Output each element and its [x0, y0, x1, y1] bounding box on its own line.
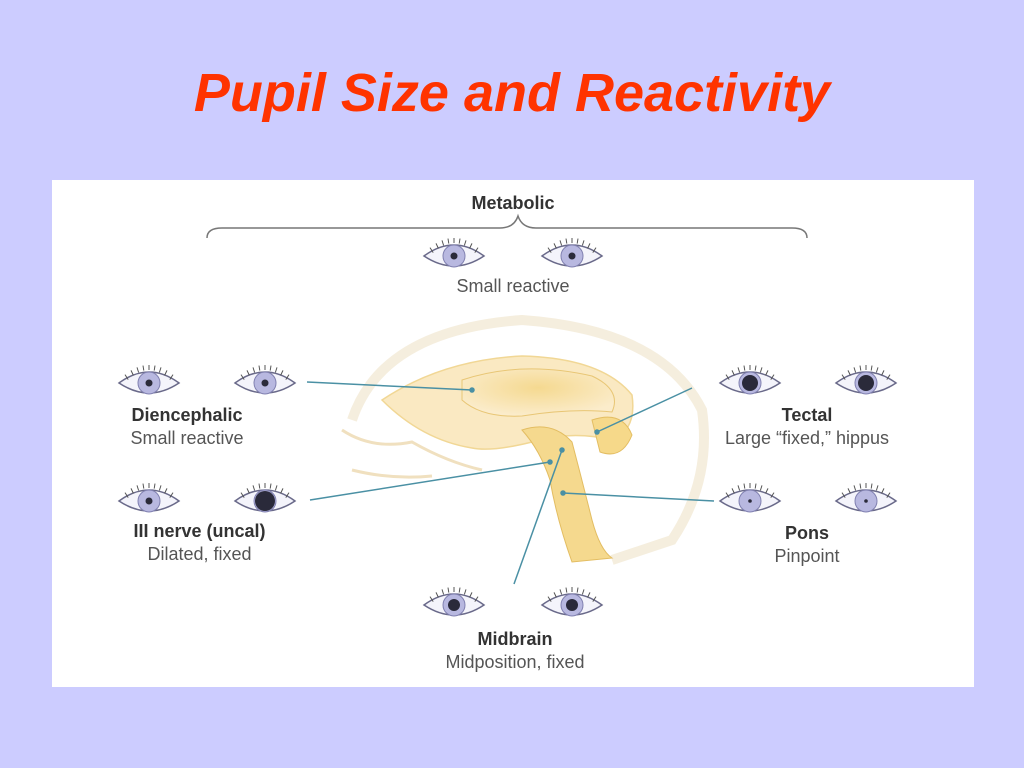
- diencephalic-right-eye-icon: [233, 365, 297, 395]
- pupil: [450, 252, 458, 260]
- pupil: [748, 499, 752, 503]
- metabolic-desc: Small reactive: [456, 276, 570, 296]
- pupil: [858, 375, 874, 391]
- pointer-pons: [562, 492, 715, 502]
- tectal-name: Tectal: [781, 405, 833, 425]
- label-diencephalic: Diencephalic Small reactive: [92, 404, 282, 450]
- third-nerve-desc: Dilated, fixed: [147, 544, 252, 564]
- pointer-diencephalic: [306, 381, 473, 391]
- pons-right-eye-icon: [834, 483, 898, 513]
- metabolic-brace: [206, 213, 808, 239]
- third_nerve-right-eye-icon: [233, 483, 297, 513]
- metabolic-name: Metabolic: [471, 193, 555, 213]
- pupil: [145, 497, 153, 505]
- tectal-right-eye-icon: [834, 365, 898, 395]
- midbrain-desc: Midposition, fixed: [445, 652, 585, 672]
- pointer-lines: [306, 381, 715, 585]
- pointer-tectal: [596, 387, 693, 433]
- pons-left-eye-icon: [718, 483, 782, 513]
- slide-title: Pupil Size and Reactivity: [193, 63, 831, 123]
- pupil: [864, 499, 868, 503]
- tectal-desc: Large “fixed,” hippus: [724, 428, 890, 448]
- diagram-graphics: [117, 213, 898, 617]
- pupil: [255, 491, 275, 511]
- pupil: [742, 375, 758, 391]
- midbrain-right-eye-icon: [540, 587, 604, 617]
- metabolic-right-eye-icon: [540, 238, 604, 268]
- midbrain-left-eye-icon: [422, 587, 486, 617]
- label-third-nerve: III nerve (uncal) Dilated, fixed: [92, 520, 307, 566]
- pointer-midbrain: [513, 449, 563, 585]
- midbrain-name: Midbrain: [477, 629, 553, 649]
- eye-pairs: [117, 238, 898, 617]
- label-metabolic: Metabolic: [413, 192, 613, 214]
- pons-name: Pons: [784, 523, 829, 543]
- pupil: [566, 599, 578, 611]
- diencephalic-desc: Small reactive: [130, 428, 244, 448]
- third-nerve-name: III nerve (uncal): [133, 521, 266, 541]
- diencephalic-left-eye-icon: [117, 365, 181, 395]
- brain-illustration: [341, 355, 634, 563]
- third_nerve-left-eye-icon: [117, 483, 181, 513]
- pointer-third-nerve: [309, 461, 551, 501]
- label-pons: Pons Pinpoint: [712, 522, 902, 568]
- pupil: [448, 599, 460, 611]
- pupil-diagram: Metabolic Small reactive Diencephalic Sm…: [52, 180, 974, 687]
- diencephalic-name: Diencephalic: [131, 405, 243, 425]
- pons-desc: Pinpoint: [774, 546, 840, 566]
- metabolic-left-eye-icon: [422, 238, 486, 268]
- pupil: [145, 379, 153, 387]
- tectal-left-eye-icon: [718, 365, 782, 395]
- pupil: [261, 379, 269, 387]
- label-midbrain: Midbrain Midposition, fixed: [390, 628, 640, 674]
- label-metabolic-desc: Small reactive: [413, 274, 613, 298]
- label-tectal: Tectal Large “fixed,” hippus: [682, 404, 932, 450]
- pupil: [568, 252, 576, 260]
- head-outline: [347, 314, 709, 565]
